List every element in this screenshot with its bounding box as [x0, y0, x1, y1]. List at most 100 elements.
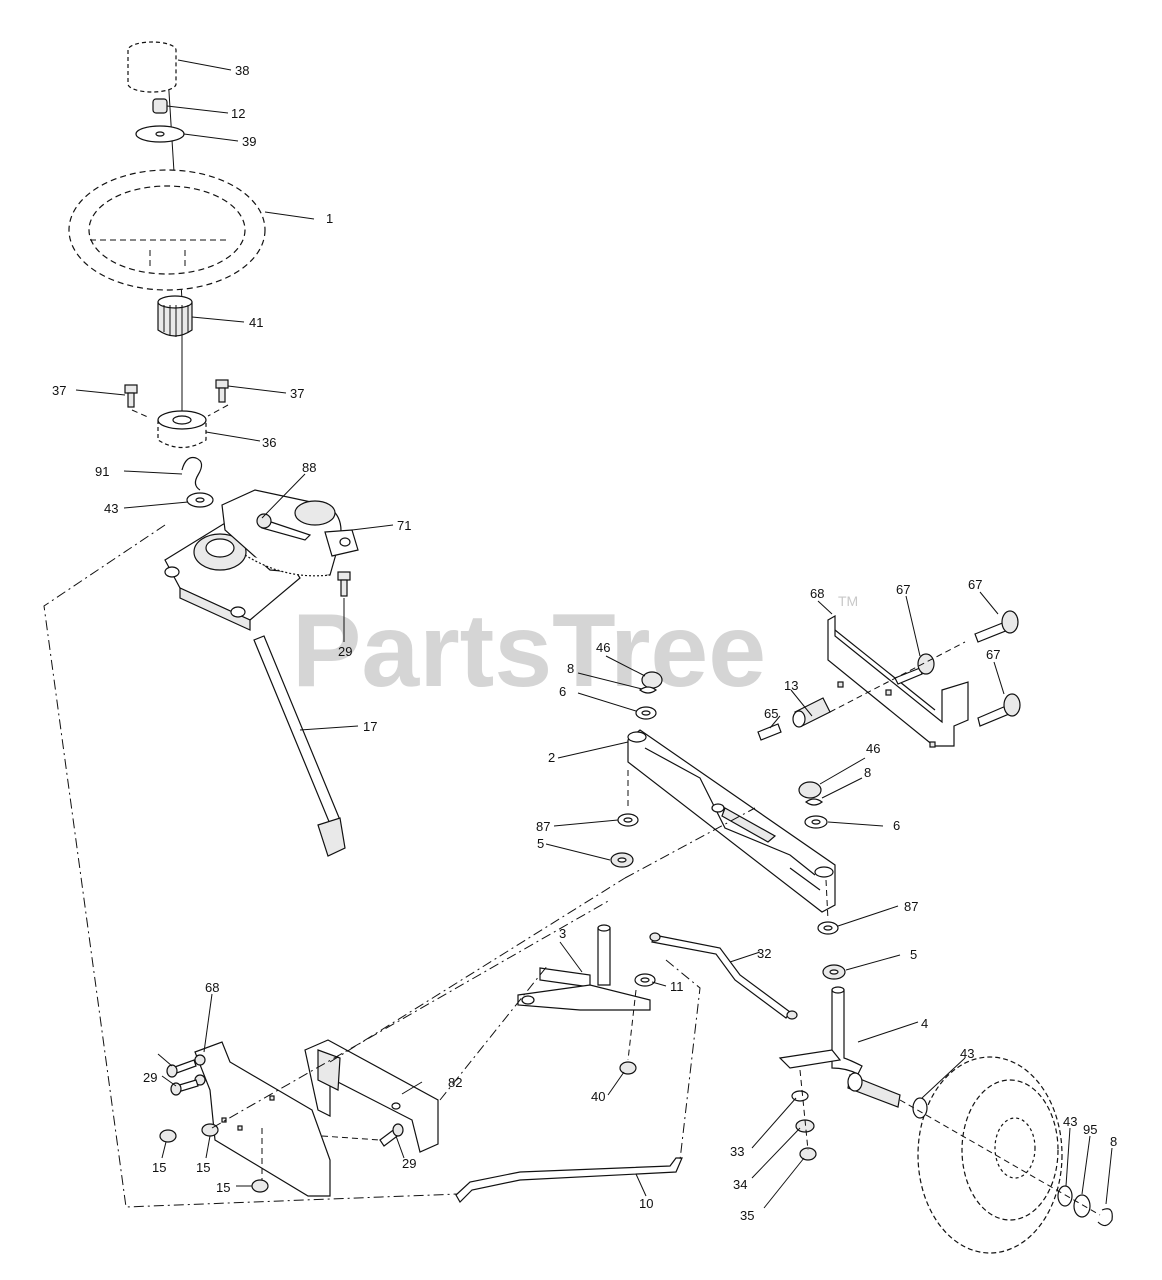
callout-8-wheel: 8 [1110, 1134, 1117, 1149]
callout-46-left: 46 [596, 640, 610, 655]
part-29-bolt-gear[interactable] [337, 571, 351, 597]
callout-35: 35 [740, 1208, 754, 1223]
part-68-steering-bracket[interactable] [194, 1041, 331, 1197]
part-10-drag-rod[interactable] [455, 1157, 683, 1203]
part-8-clip-wheel[interactable] [1097, 1208, 1113, 1227]
part-91-hairpin-clip[interactable] [181, 456, 203, 491]
callout-43-upper: 43 [104, 501, 118, 516]
part-95-washer[interactable] [1073, 1194, 1091, 1218]
part-88-sector-gear[interactable] [221, 489, 342, 577]
callout-65: 65 [764, 706, 778, 721]
callout-5-right: 5 [910, 947, 917, 962]
part-15-nut-a[interactable] [159, 1129, 177, 1143]
part-8-clip-right[interactable] [804, 798, 824, 806]
callout-88: 88 [302, 460, 316, 475]
part-43-washer-upper[interactable] [186, 492, 214, 508]
part-46-cap-left[interactable] [641, 671, 663, 689]
part-41-steering-adapter[interactable] [157, 295, 193, 337]
part-6-washer-left[interactable] [635, 706, 657, 720]
callout-95: 95 [1083, 1122, 1097, 1137]
part-82-support-bracket[interactable] [304, 1039, 439, 1153]
callout-15-a: 15 [152, 1160, 166, 1175]
part-8-clip-left[interactable] [638, 686, 658, 694]
part-67-bolt-a[interactable] [894, 653, 935, 685]
callout-4: 4 [921, 1016, 928, 1031]
callout-11: 11 [670, 979, 684, 994]
part-71-pivot-plate[interactable] [324, 529, 359, 557]
callout-71: 71 [397, 518, 411, 533]
callout-91: 91 [95, 464, 109, 479]
part-46-cap-right[interactable] [798, 781, 822, 799]
part-37-bolt-left[interactable] [124, 384, 138, 408]
part-1-steering-wheel[interactable] [68, 169, 266, 291]
callout-29-lower: 29 [402, 1156, 416, 1171]
callout-87-left: 87 [536, 819, 550, 834]
callout-6-left: 6 [559, 684, 566, 699]
callout-68-axle: 68 [810, 586, 824, 601]
callout-67-c: 67 [986, 647, 1000, 662]
part-68-axle-bracket[interactable] [827, 614, 969, 748]
callout-67-a: 67 [896, 582, 910, 597]
callout-68-steering: 68 [205, 980, 219, 995]
callout-43-wheel-inner: 43 [960, 1046, 974, 1061]
part-17-steering-shaft[interactable] [253, 635, 346, 857]
part-29-bolt-bracket-upper[interactable] [166, 1059, 197, 1078]
callout-1: 1 [326, 211, 333, 226]
callout-3: 3 [559, 926, 566, 941]
part-40-nut[interactable] [619, 1061, 637, 1075]
part-36-bearing-housing[interactable] [157, 410, 207, 449]
callout-43-wheel-outer: 43 [1063, 1114, 1077, 1129]
part-5-washer-left[interactable] [610, 852, 634, 868]
part-87-washer-left[interactable] [617, 813, 639, 827]
callout-34: 34 [733, 1177, 747, 1192]
part-67-bolt-b[interactable] [974, 610, 1019, 643]
part-6-washer-right[interactable] [804, 815, 828, 829]
callout-17: 17 [363, 719, 377, 734]
part-11-bushing[interactable] [634, 973, 656, 987]
part-5-washer-right[interactable] [822, 964, 846, 980]
trademark-mark: TM [838, 593, 858, 609]
part-43-washer-wheel-outer[interactable] [1057, 1185, 1073, 1207]
part-43-washer-wheel-inner[interactable] [912, 1097, 928, 1119]
part-87-washer-right[interactable] [817, 921, 839, 935]
callout-8-right: 8 [864, 765, 871, 780]
part-37-bolt-right[interactable] [215, 379, 229, 403]
callout-5-left: 5 [537, 836, 544, 851]
callout-38: 38 [235, 63, 249, 78]
callout-33: 33 [730, 1144, 744, 1159]
callout-37-right: 37 [290, 386, 304, 401]
callout-29-gear: 29 [338, 644, 352, 659]
callout-12: 12 [231, 106, 245, 121]
part-4-spindle-right[interactable] [778, 986, 901, 1108]
callout-87-right: 87 [904, 899, 918, 914]
callout-32: 32 [757, 946, 771, 961]
part-29-bolt-bracket-right[interactable] [379, 1123, 404, 1147]
callout-67-b: 67 [968, 577, 982, 592]
part-38-steering-cap[interactable] [127, 41, 177, 93]
callout-29-bracket: 29 [143, 1070, 157, 1085]
callout-6-right: 6 [893, 818, 900, 833]
part-39-washer[interactable] [135, 125, 185, 143]
part-15-nut-c[interactable] [251, 1179, 269, 1193]
part-3-spindle-left[interactable] [517, 924, 651, 1011]
callout-82: 82 [448, 1075, 462, 1090]
callout-36: 36 [262, 435, 276, 450]
callout-15-b: 15 [196, 1160, 210, 1175]
callout-41: 41 [249, 315, 263, 330]
callout-37-left: 37 [52, 383, 66, 398]
part-13-bushing[interactable] [792, 697, 831, 728]
part-29-bolt-bracket-lower[interactable] [170, 1079, 199, 1096]
assembly-dashdot-left [43, 524, 459, 1208]
part-32-drag-link[interactable] [649, 932, 798, 1020]
front-wheel-tire[interactable] [917, 1056, 1063, 1254]
callout-39: 39 [242, 134, 256, 149]
callout-15-c: 15 [216, 1180, 230, 1195]
callout-8-left: 8 [567, 661, 574, 676]
part-65-pin[interactable] [757, 723, 782, 741]
part-67-bolt-c[interactable] [977, 693, 1021, 727]
part-35-nut[interactable] [799, 1147, 817, 1161]
part-12-nut[interactable] [152, 98, 168, 114]
partstree-watermark: PartsTree [292, 593, 766, 709]
callout-40: 40 [591, 1089, 605, 1104]
